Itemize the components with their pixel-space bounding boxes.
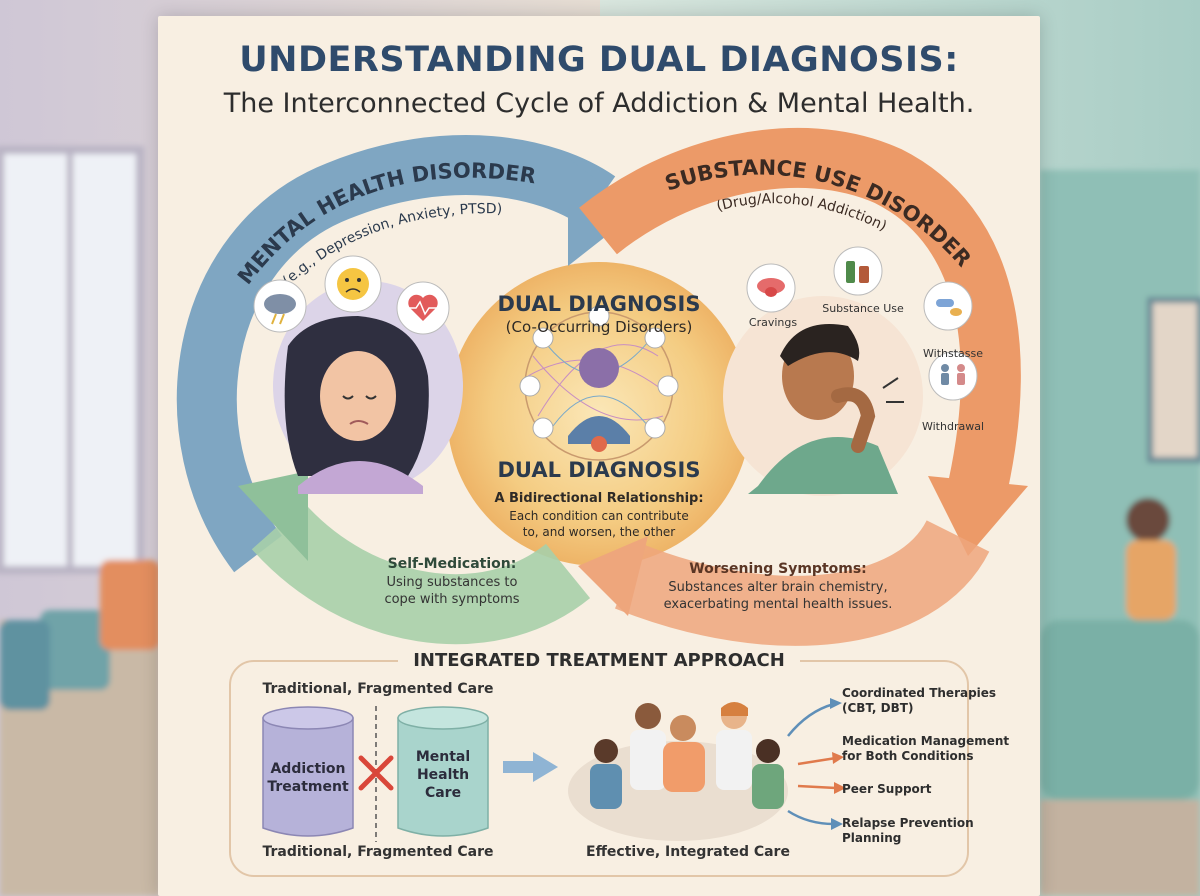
dual-diagnosis-heading-bottom: DUAL DIAGNOSIS <box>497 458 701 482</box>
mental-health-care-cylinder <box>397 706 489 837</box>
orange-arrow-head <box>928 476 1028 556</box>
withstasse-label: Withstasse <box>923 347 983 360</box>
care-team-illustration <box>568 702 788 841</box>
distressed-man-illustration <box>723 296 923 496</box>
green-arrow-head <box>238 471 308 561</box>
benefit-relapse-prevention: Relapse Prevention Planning <box>842 816 974 845</box>
cross-x-icon <box>358 755 394 791</box>
worsening-symptoms-description: Substances alter brain chemistry, exacer… <box>663 580 893 612</box>
orange-return-arrow-head <box>578 536 648 616</box>
heartbeat-icon <box>396 281 450 335</box>
integrated-treatment-heading: INTEGRATED TREATMENT APPROACH <box>398 650 800 671</box>
orange-return-arrow <box>615 518 990 646</box>
self-medication-description: Using substances to cope with symptoms <box>384 575 520 607</box>
mental-health-care-label: Mental Health Care <box>415 749 471 801</box>
cycle-diagram: MENTAL HEALTH DISORDER (e.g., Depression… <box>176 127 1028 646</box>
addiction-treatment-label: Addiction Treatment <box>267 761 349 795</box>
benefit-peer-support: Peer Support <box>842 782 932 796</box>
center-glow-circle <box>447 262 751 566</box>
pills-icon <box>923 281 973 331</box>
benefit-medication-management: Medication Management for Both Condition… <box>842 734 1010 763</box>
fragmented-care-label-bottom: Traditional, Fragmented Care <box>262 844 494 860</box>
worsening-symptoms-title: Worsening Symptoms: <box>689 561 867 577</box>
treatment-section-frame <box>229 660 969 877</box>
cravings-label: Cravings <box>748 316 798 329</box>
bidirectional-title: A Bidirectional Relationship: <box>494 491 704 506</box>
page-subtitle: The Interconnected Cycle of Addiction & … <box>223 88 975 119</box>
benefit-coordinated-therapies: Coordinated Therapies (CBT, DBT) <box>842 686 997 715</box>
page-title: UNDERSTANDING DUAL DIAGNOSIS: <box>239 40 959 80</box>
self-medication-title: Self-Medication: <box>387 556 517 572</box>
fragmented-care-label-top: Traditional, Fragmented Care <box>262 681 494 697</box>
co-occurring-subheading: (Co-Occurring Disorders) <box>505 318 693 336</box>
bidirectional-description: Each condition can contribute to, and wo… <box>509 509 689 539</box>
blue-cycle-arrow <box>176 134 616 573</box>
bottles-icon <box>833 246 883 296</box>
addiction-treatment-cylinder <box>262 706 354 837</box>
storm-cloud-icon <box>253 279 307 333</box>
dual-diagnosis-heading-top: DUAL DIAGNOSIS <box>497 292 701 316</box>
withdrawal-label: Withdrawal <box>921 420 984 433</box>
integrated-care-label: Effective, Integrated Care <box>586 844 790 860</box>
infographic-poster: UNDERSTANDING DUAL DIAGNOSIS: The Interc… <box>158 16 1040 896</box>
tongue-cravings-icon <box>746 263 796 313</box>
arrow-right-icon <box>503 752 558 782</box>
orange-cycle-arrow <box>579 127 1021 493</box>
green-cycle-arrow <box>251 502 591 645</box>
sad-face-icon <box>324 255 382 313</box>
brain-network-illustration <box>519 305 679 461</box>
people-withdrawal-icon <box>928 351 978 401</box>
sad-woman-illustration <box>273 281 463 494</box>
substance-use-label: Substance Use <box>822 302 904 315</box>
